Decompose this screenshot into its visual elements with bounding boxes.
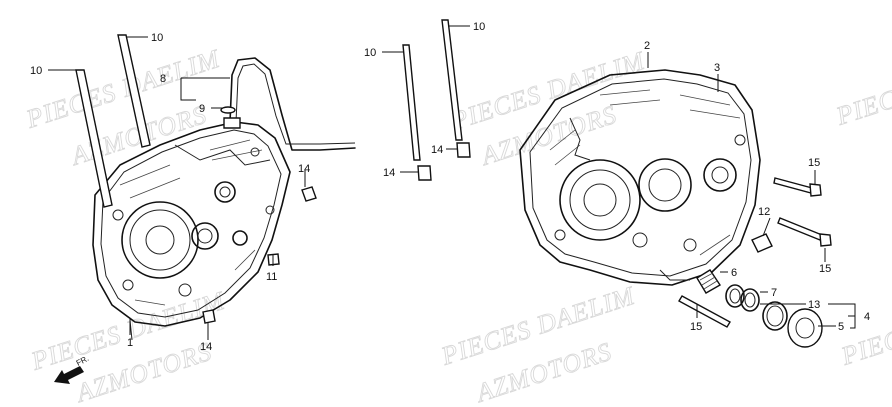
callout-15: 15 (808, 157, 820, 169)
callout-10: 10 (30, 65, 42, 77)
callout-5: 5 (838, 321, 844, 333)
callout-3: 3 (714, 62, 720, 74)
callout-10: 10 (473, 21, 485, 33)
callout-14: 14 (298, 163, 310, 175)
small-parts-right (696, 233, 823, 348)
callout-13: 13 (808, 299, 820, 311)
flange-bolts-right (678, 177, 832, 328)
callout-14: 14 (383, 167, 395, 179)
stud-bolts-left (75, 34, 151, 208)
callout-11: 11 (266, 271, 277, 283)
watermark-text: PIECES DAELIM (832, 41, 892, 131)
callout-12: 12 (758, 206, 770, 218)
callout-10: 10 (151, 32, 163, 44)
left-crankcase (92, 57, 356, 341)
leader-lines (48, 25, 856, 340)
callout-14: 14 (431, 144, 443, 156)
callout-7: 7 (771, 287, 777, 299)
callout-14: 14 (200, 341, 212, 353)
callout-4: 4 (864, 311, 870, 323)
callout-10: 10 (364, 47, 376, 59)
callout-numbers: 10 10 8 9 14 11 14 1 10 10 14 14 2 3 15 … (30, 21, 870, 353)
right-crankcase (519, 69, 761, 286)
callout-15: 15 (690, 321, 702, 333)
stud-bolts-middle (402, 19, 471, 181)
watermark-text: PIECES DAELIM (837, 281, 892, 371)
callout-9: 9 (199, 103, 205, 115)
callout-1: 1 (127, 337, 133, 349)
callout-15: 15 (819, 263, 831, 275)
callout-6: 6 (731, 267, 737, 279)
callout-8: 8 (160, 73, 166, 85)
callout-2: 2 (644, 40, 650, 52)
